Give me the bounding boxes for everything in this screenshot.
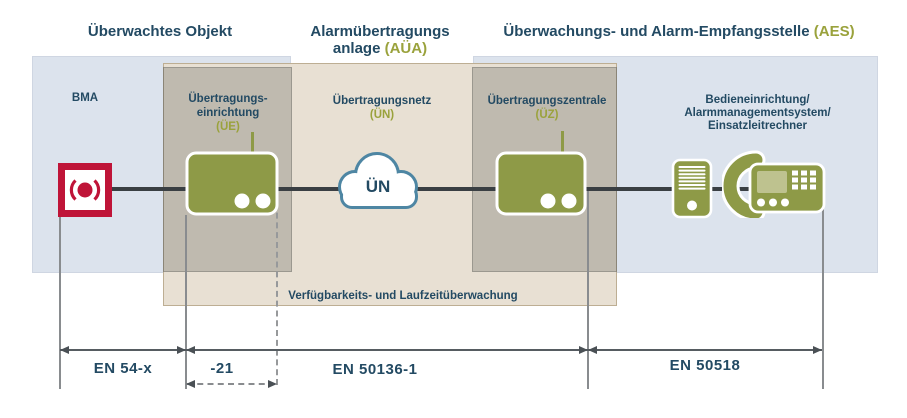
console-keypad	[792, 170, 816, 190]
guide-line-bma	[59, 217, 61, 389]
network-cloud-icon: ÜN	[338, 152, 418, 209]
ue-line1: Übertragungs-	[188, 93, 268, 105]
un-abbr: (ÜN)	[369, 109, 395, 121]
ue-abbr: (ÜE)	[216, 121, 240, 133]
dimension-arrowhead	[579, 345, 588, 354]
handset-icon	[723, 153, 763, 218]
ue-device-icon	[185, 151, 279, 216]
guide-line-aes	[822, 190, 824, 389]
part21-dashed-dimension-line	[187, 383, 275, 385]
server-icon	[671, 158, 713, 219]
dimension-arrowhead	[588, 345, 597, 354]
guide-line-uz	[587, 190, 589, 389]
uz-abbr: (ÜZ)	[535, 109, 559, 121]
dimension-arrowhead	[177, 345, 186, 354]
dimension-arrowhead	[813, 345, 822, 354]
console-buttons	[757, 198, 789, 207]
dimension-arrowhead	[186, 345, 195, 354]
aes-equip-line2: Alarmmanagementsystem/	[684, 107, 831, 119]
bma-alarm-icon	[58, 163, 112, 217]
standard-en50518: EN 50518	[669, 357, 741, 374]
standards-dimension-line	[60, 349, 822, 351]
standard-en50136: EN 50136-1	[332, 361, 418, 378]
uz-label: Übertragungszentrale (ÜZ)	[472, 94, 622, 122]
un-label: Übertragungsnetz (ÜN)	[292, 94, 472, 122]
uz-device-icon	[495, 151, 587, 216]
console-screen	[757, 171, 787, 193]
aes-text: Überwachungs- und Alarm-Empfangsstelle	[503, 23, 810, 40]
ue-label: Übertragungs- einrichtung (ÜE)	[164, 92, 292, 134]
aes-equip-line1: Bedieneinrichtung/	[705, 94, 810, 106]
dimension-arrowhead	[268, 379, 277, 388]
aua-line1: Alarmübertragungs	[310, 23, 450, 40]
header-monitored-object: Überwachtes Objekt	[40, 23, 280, 40]
un-line1: Übertragungsnetz	[332, 95, 432, 107]
aes-abbr: (AES)	[813, 23, 855, 40]
cloud-un-text: ÜN	[366, 177, 391, 196]
dimension-arrowhead	[186, 379, 195, 388]
standard-part21: -21	[210, 360, 234, 377]
guide-line-dashed-ue-boundary	[276, 193, 278, 385]
guide-line-ue	[185, 215, 187, 389]
aes-equipment-label: Bedieneinrichtung/ Alarmmanagementsystem…	[650, 94, 865, 133]
bma-label: BMA	[71, 92, 99, 104]
header-receiving-center: Überwachungs- und Alarm-Empfangsstelle (…	[454, 23, 904, 40]
uz-antenna-icon	[561, 131, 564, 153]
header-monitored-object-text: Überwachtes Objekt	[87, 23, 233, 40]
aua-abbr: (AÜA)	[384, 40, 428, 57]
standard-en54: EN 54-x	[93, 360, 153, 377]
header-alarm-transmission-system: Alarmübertragungs anlage (AÜA)	[285, 23, 475, 57]
operator-console-icon	[722, 150, 826, 218]
ue-line2: einrichtung	[196, 107, 260, 119]
signal-path-line	[60, 187, 824, 191]
aua-line2: anlage	[332, 40, 381, 57]
availability-monitoring-label: Verfügbarkeits- und Laufzeitüberwachung	[288, 290, 518, 302]
uz-line1: Übertragungszentrale	[487, 95, 607, 107]
dimension-arrowhead	[60, 345, 69, 354]
aes-equip-line3: Einsatzleitrechner	[707, 120, 808, 132]
ue-antenna-icon	[251, 132, 254, 153]
